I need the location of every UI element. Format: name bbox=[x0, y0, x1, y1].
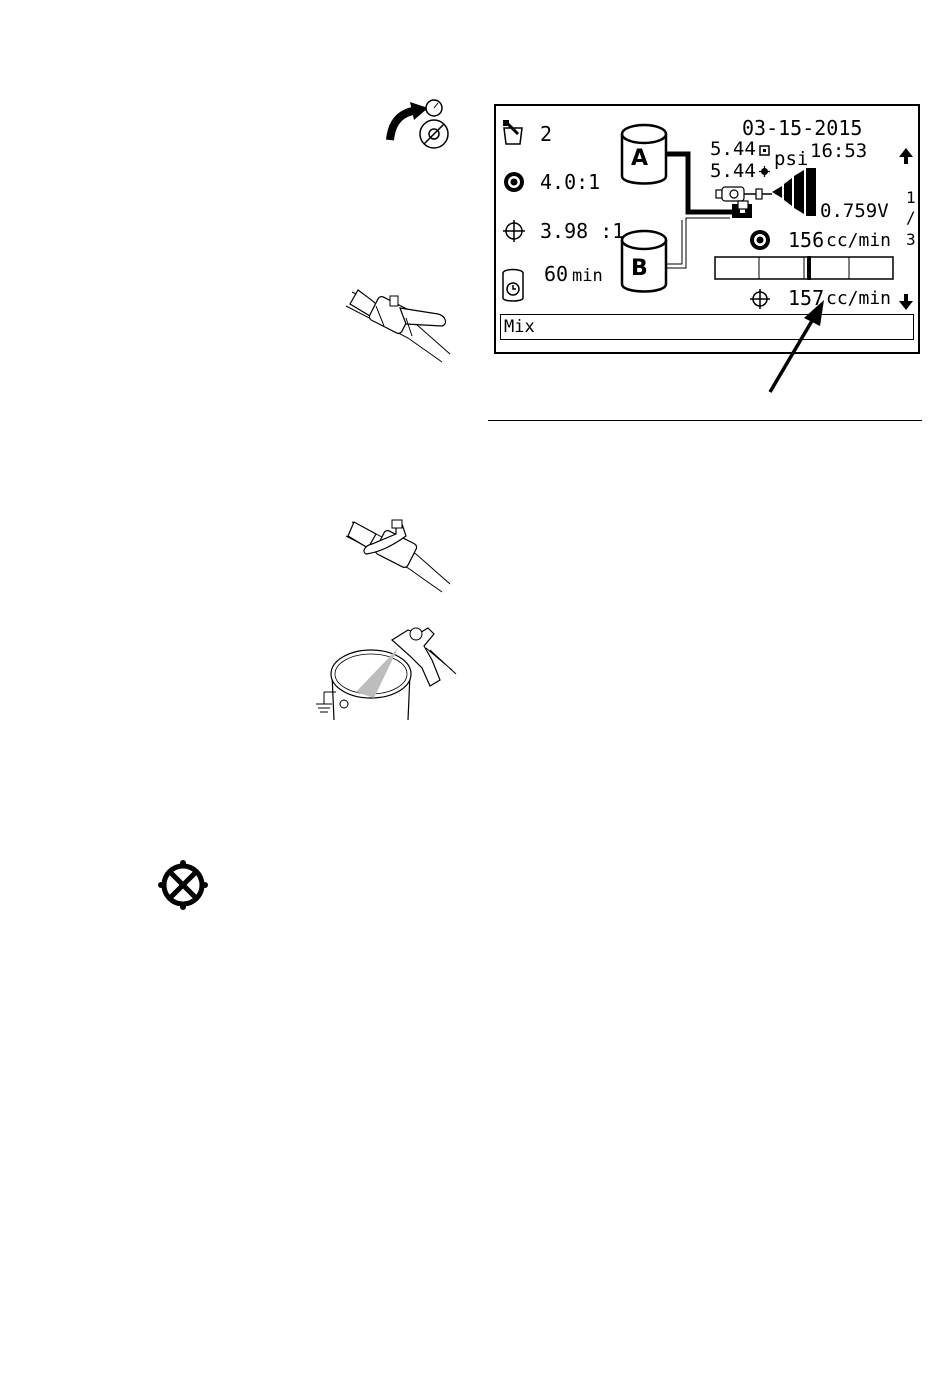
flow-a-unit: cc/min bbox=[826, 230, 891, 251]
tank-a-label: A bbox=[631, 146, 648, 171]
ratio-target-icon bbox=[502, 170, 526, 194]
pot-life-unit: min bbox=[572, 266, 603, 286]
ball-valve-icon bbox=[346, 512, 458, 594]
arrow-down-icon[interactable] bbox=[898, 292, 914, 312]
ratio-target-icon bbox=[749, 229, 771, 251]
spray-pattern-icon bbox=[772, 168, 818, 218]
pressure-b: 5.44 bbox=[710, 160, 756, 182]
section-divider bbox=[488, 420, 922, 421]
spray-into-pail-icon bbox=[306, 620, 456, 720]
page-separator: / bbox=[906, 208, 916, 227]
pot-life-value: 60 bbox=[544, 262, 568, 286]
flow-a-value: 156 bbox=[788, 228, 824, 252]
ball-valve-icon bbox=[346, 282, 458, 364]
ratio-target-icon bbox=[759, 145, 770, 156]
pot-icon bbox=[500, 118, 526, 148]
actual-ratio: 3.98 :1 bbox=[540, 219, 624, 243]
ratio-bar-graph bbox=[714, 256, 896, 282]
target-ratio: 4.0:1 bbox=[540, 170, 600, 194]
tank-b-label: B bbox=[631, 256, 648, 281]
page-total: 3 bbox=[906, 230, 916, 249]
pressure-unit: psi bbox=[774, 148, 808, 170]
crosshair-icon bbox=[502, 219, 526, 243]
spray-gun-icon bbox=[716, 180, 776, 210]
date-display: 03-15-2015 bbox=[742, 116, 862, 140]
crosshair-icon bbox=[759, 166, 770, 177]
arrow-up-icon[interactable] bbox=[898, 146, 914, 166]
timer-icon bbox=[500, 268, 526, 304]
pressure-relief-icon bbox=[384, 96, 454, 152]
callout-arrow bbox=[760, 296, 830, 396]
lcd-run-screen: 2 4.0:1 3.98 :1 60 min A B 5.44 5.44 psi… bbox=[494, 104, 920, 354]
stop-icon bbox=[158, 860, 208, 910]
time-display: 16:53 bbox=[810, 140, 867, 162]
status-bar: Mix bbox=[500, 314, 914, 340]
pot-count: 2 bbox=[540, 122, 552, 146]
pressure-a: 5.44 bbox=[710, 138, 756, 160]
voltage-display: 0.759V bbox=[820, 200, 889, 222]
page-number: 1 bbox=[906, 188, 916, 207]
status-text: Mix bbox=[504, 317, 535, 337]
flow-b-unit: cc/min bbox=[826, 288, 891, 309]
